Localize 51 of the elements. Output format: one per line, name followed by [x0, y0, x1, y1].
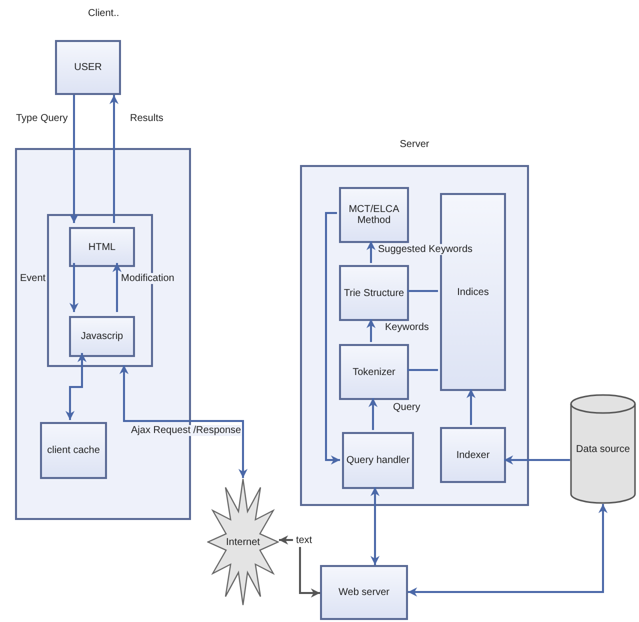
- process-box: [339, 265, 409, 321]
- arrow: [370, 487, 380, 565]
- node-label: Web server: [338, 587, 390, 598]
- node-label: client cache: [47, 445, 100, 456]
- arrow: [65, 353, 87, 420]
- arrow: [325, 212, 340, 465]
- process-box: [320, 565, 408, 620]
- arrow: [109, 95, 119, 223]
- process-box: [69, 316, 135, 357]
- process-box: [339, 344, 409, 400]
- arrow: [112, 263, 122, 312]
- process-box: [440, 427, 506, 483]
- arrow: [69, 95, 79, 223]
- arrow: [69, 263, 79, 312]
- edge-label: Type Query: [16, 113, 68, 124]
- edge-label: Suggested Keywords: [378, 244, 473, 255]
- node-label: Indices: [457, 286, 489, 298]
- node-label: MCT/ELCA Method: [348, 204, 400, 226]
- arrow: [279, 535, 293, 545]
- node-label: Trie Structure: [344, 288, 404, 298]
- arrow: [408, 504, 608, 597]
- edge-label: Event: [20, 273, 46, 284]
- process-box: [339, 187, 409, 243]
- arrow: [466, 389, 476, 425]
- process-box: [69, 227, 135, 267]
- node-label: Tokenizer: [352, 366, 396, 378]
- edge-label: Keywords: [385, 322, 429, 333]
- panel-heading: Server: [398, 139, 430, 150]
- process-box: [40, 422, 107, 479]
- node-label: Internet: [226, 536, 260, 548]
- arrow: [119, 365, 248, 478]
- arrow: [366, 241, 376, 263]
- node-label: Data source: [576, 444, 630, 454]
- section-heading: Client..: [88, 8, 120, 19]
- node-label: Javascrip: [80, 331, 124, 342]
- arrow: [368, 398, 378, 430]
- process-box: [55, 40, 121, 95]
- process-box: [342, 432, 414, 489]
- client-panel: [15, 148, 191, 520]
- arrow: [299, 547, 320, 598]
- node-label: text: [296, 534, 312, 546]
- edge-label: Query: [393, 402, 420, 413]
- edge-label: Ajax Request /Response: [131, 425, 242, 436]
- node-label: Indexer: [456, 450, 490, 460]
- arrow: [366, 319, 376, 342]
- edge-label: Results: [130, 113, 164, 124]
- edge-label: Modification: [121, 273, 174, 284]
- node-label: Query handler: [346, 455, 410, 466]
- node-label: USER: [74, 62, 102, 73]
- arrow: [504, 455, 570, 465]
- node-label: HTML: [88, 242, 116, 252]
